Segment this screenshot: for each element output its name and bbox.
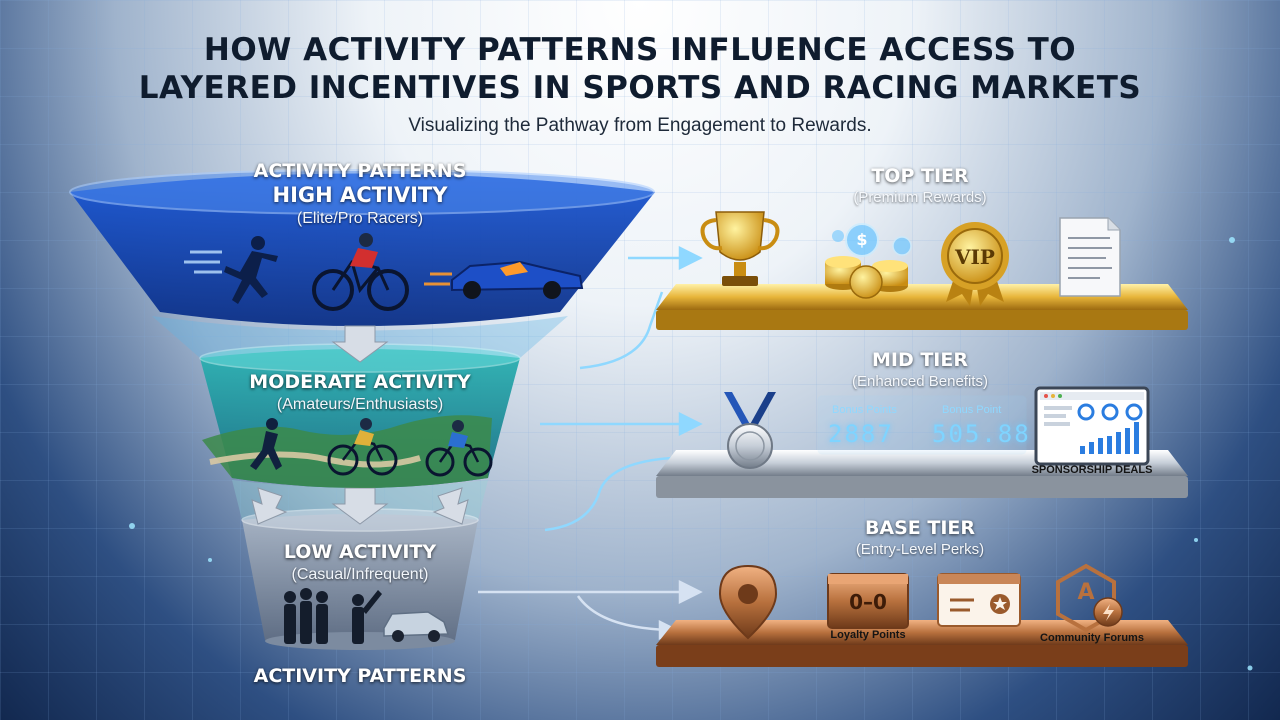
bonus-points-value: 2887 [828,420,894,448]
loyalty-card-icon [827,573,909,629]
funnel-level-moderate-subtitle: (Amateurs/Enthusiasts) [276,396,444,413]
connector-low-to-base-2 [576,595,671,632]
top-tier-title: TOP TIER [871,165,969,187]
base-tier-title: BASE TIER [864,517,976,539]
runner-icon [184,236,278,304]
mid-tier-title: MID TIER [871,349,968,371]
medal-icon [724,392,776,469]
digital-display-icon [817,395,1027,455]
dollar-sign-icon: $ [856,230,868,249]
base-tier-subtitle: (Entry-Level Perks) [855,541,985,558]
race-car-icon [424,260,584,299]
mountain-biker-icon [327,418,398,476]
vip-badge-text: VIP [955,245,995,269]
car-icon [383,611,450,642]
dashboard-chart-icon [1034,386,1150,466]
coins-icon [825,223,912,299]
sparkles [129,237,1253,671]
community-letter-icon: A [1077,580,1095,605]
base-tier-shelf [656,620,1188,645]
funnel-level-high-title: HIGH ACTIVITY [272,183,448,207]
page-title-line-2: LAYERED INCENTIVES IN SPORTS AND RACING … [138,70,1142,106]
funnel [69,169,655,650]
trophy-icon [700,211,780,286]
down-arrow-icon [331,487,389,525]
page-title-line-1: HOW ACTIVITY PATTERNS INFLUENCE ACCESS T… [203,32,1077,68]
trail-runner-icon [250,418,282,470]
spectators-icon [284,588,382,644]
connectors [478,245,703,641]
arrow-head-icon [678,579,703,605]
funnel-level-low-title: LOW ACTIVITY [283,541,437,563]
connector-low-to-mid [544,456,673,532]
bonus-points-label: Bonus Points [832,404,897,416]
mid-tier-shelf-edge [656,476,1188,498]
down-arrow-icon [251,487,288,525]
loyalty-points-label: Loyalty Points [830,629,906,641]
community-badge-icon [1056,563,1123,633]
top-tier-subtitle: (Premium Rewards) [853,189,987,206]
funnel-bottom-label: ACTIVITY PATTERNS [253,665,467,687]
top-tier-shelf [656,284,1188,310]
location-pin-icon [718,564,778,640]
voucher-card-icon [937,573,1021,627]
community-forums-label: Community Forums [1040,632,1144,644]
vip-badge-icon [941,222,1009,306]
down-arrow-icon [331,325,389,363]
top-tier-shelf-edge [656,310,1188,330]
mid-tier-subtitle: (Enhanced Benefits) [852,373,988,390]
sponsorship-deals-label: SPONSORSHIP DEALS [1031,464,1153,476]
contract-document-icon [1059,217,1121,297]
loyalty-card-text: 0–0 [849,590,887,614]
funnel-level-high-subtitle: (Elite/Pro Racers) [296,210,424,227]
bonus-point-value: 505.88 [932,420,1031,448]
down-arrow-icon [432,487,469,525]
cyclist-icon [312,233,409,311]
connector-moderate-to-top [579,291,664,370]
road-cyclist-icon [425,420,493,477]
base-tier-shelf-edge [656,645,1188,667]
page-subtitle: Visualizing the Pathway from Engagement … [408,115,872,136]
funnel-top-label: ACTIVITY PATTERNS [253,160,467,182]
funnel-level-moderate-title: MODERATE ACTIVITY [249,371,471,393]
arrow-head-icon [678,245,703,271]
funnel-rim-top [69,169,655,215]
bonus-point-label: Bonus Point [942,404,1002,416]
funnel-level-low-subtitle: (Casual/Infrequent) [291,566,429,583]
arrow-head-icon [678,411,703,437]
